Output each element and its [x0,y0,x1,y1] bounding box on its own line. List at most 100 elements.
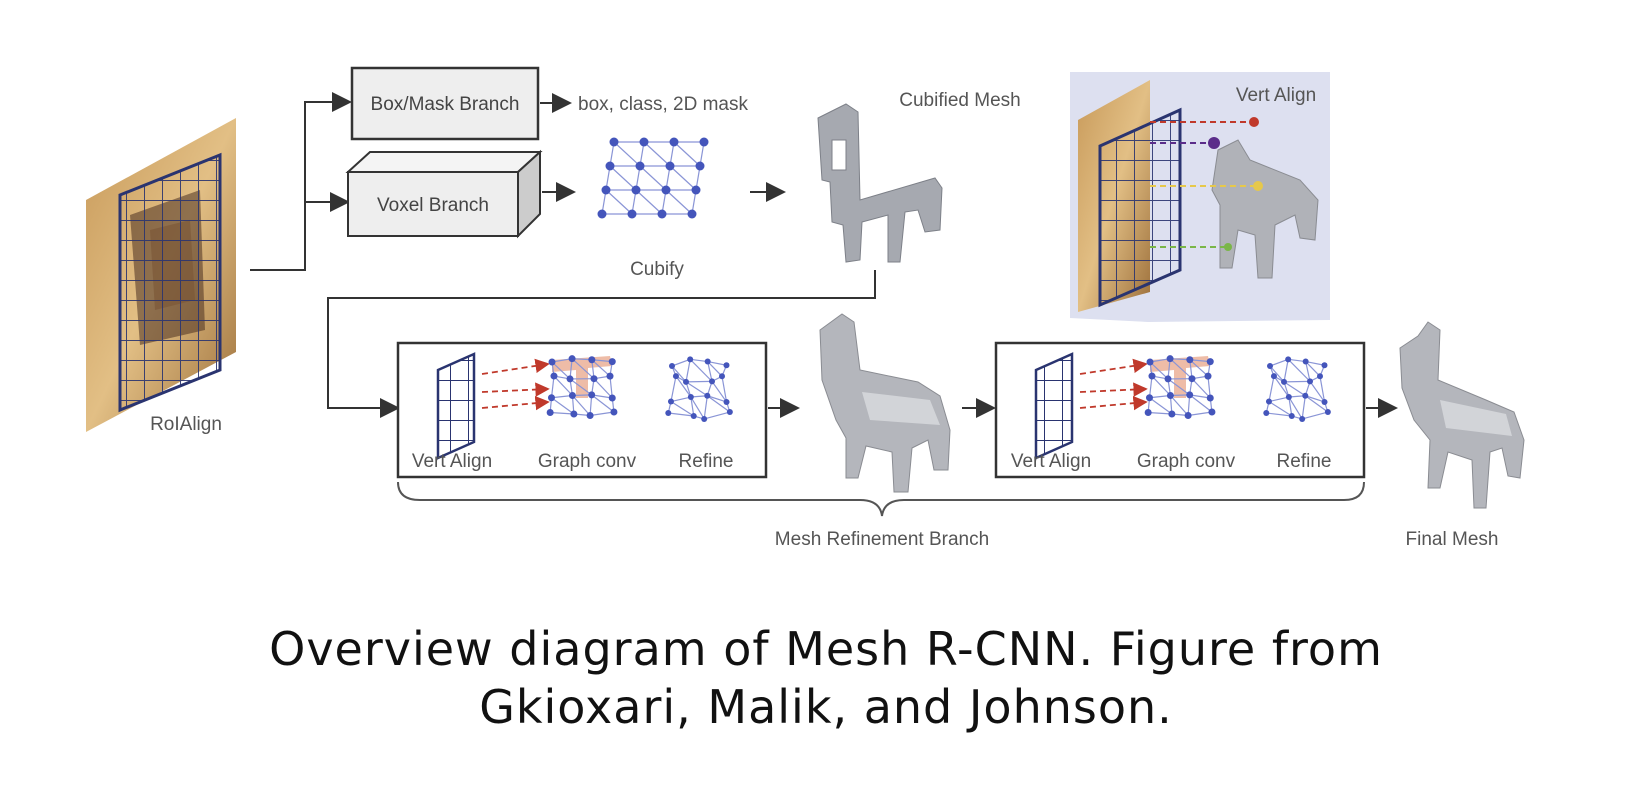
graph-node [701,415,708,422]
refinement-brace [397,481,1365,517]
graph-node [547,394,555,402]
graph-node [609,137,619,147]
graph-edge [1305,395,1325,403]
graph-edge [689,358,713,382]
graph-node [1168,410,1176,418]
graph-node [548,358,556,366]
stage1-refine-label: Refine [679,451,734,472]
graph-edge [609,165,637,191]
cubified-mesh-label: Cubified Mesh [899,90,1020,111]
graph-node [568,392,576,400]
graph-edge [675,375,692,398]
graph-node [1145,394,1153,402]
graph-edge [1268,396,1289,403]
graph-edge [1305,361,1311,382]
graph-node [1324,409,1331,416]
final-mesh-label: Final Mesh [1406,529,1499,550]
graph-edge [707,360,727,366]
box-mask-output-label: box, class, 2D mask [578,94,748,115]
graph-edge [706,395,731,413]
graph-edge [571,395,591,416]
graph-edge [669,165,697,191]
graph-edge [551,394,573,399]
cubify-label: Cubify [630,259,684,280]
graph-node [601,185,611,195]
graph-node [672,373,679,380]
graph-edge [670,376,677,402]
graph-node [586,411,594,419]
graph-edge [613,141,641,167]
stage1-refine-graph [665,356,733,422]
graph-node [1148,372,1156,380]
mesh-rcnn-diagram: RoIAlign Box/Mask Branch box, class, 2D … [86,66,1525,550]
graph-edge [1148,411,1172,415]
graph-edge [703,395,708,420]
graph-edge [1151,375,1171,396]
graph-edge [1287,358,1311,382]
graph-node [1206,394,1214,402]
graph-edge [1319,376,1326,403]
graph-node [687,394,694,401]
graph-node [1164,375,1172,383]
graph-edge [704,411,731,420]
intermediate-mesh-shape [819,313,951,493]
graph-node [1288,413,1295,420]
stage2-vert-align-label: Vert Align [1011,451,1091,472]
graph-node [667,398,674,405]
graph-edge [609,376,613,399]
graph-node [1184,411,1192,419]
graph-node [590,375,598,383]
graph-node [695,161,705,171]
cubify-graph [597,137,709,219]
graph-conv-highlight [552,356,612,398]
graph-edge [668,412,694,417]
graph-node [1299,415,1306,422]
graph-node [605,161,615,171]
graph-node [691,185,701,195]
graph-node [1285,356,1292,363]
graph-edge [690,396,695,417]
graph-edge [1169,358,1193,380]
graph-node [631,185,641,195]
graph-edge [591,359,611,377]
graph-node [1267,363,1273,369]
graph-edge [1268,401,1293,417]
graph-node [1206,358,1214,366]
vert-align-panel [1070,72,1330,322]
graph-node [1208,408,1216,416]
graph-edge [1167,378,1191,396]
graph-edge [671,358,691,367]
graph-node [610,408,618,416]
figure-caption: Overview diagram of Mesh R-CNN. Figure f… [0,620,1652,736]
graph-node [608,358,616,366]
stage2-refine-graph [1263,356,1331,422]
graph-edge [1301,395,1306,420]
stage2-refine-label: Refine [1277,451,1332,472]
graph-edge [1269,365,1285,383]
graph-node [1302,358,1309,365]
graph-node [597,209,607,219]
vert-align-top-label: Vert Align [1236,85,1316,106]
graph-node [639,137,649,147]
graph-node [1263,410,1270,417]
graph-edge [1288,396,1303,420]
graph-node [1186,391,1194,399]
cubified-mesh-shape [817,103,943,263]
graph-node [1204,372,1212,380]
graph-edge [1189,359,1209,377]
stage2-feature-grid [1034,352,1074,460]
graph-node [723,398,730,405]
graph-edge [1304,395,1329,413]
graph-edge [1269,358,1289,367]
graph-edge [553,375,573,396]
graph-edge [550,375,555,398]
graph-edge [670,396,691,403]
graph-node [683,378,690,385]
caption-line-2: Gkioxari, Malik, and Johnson. [479,680,1173,734]
graph-edge [643,141,671,167]
graph-node [1166,355,1174,363]
voxel-branch-label: Voxel Branch [377,195,489,216]
graph-edge [1148,375,1153,398]
graph-node [704,358,711,365]
graph-node [1270,373,1277,380]
